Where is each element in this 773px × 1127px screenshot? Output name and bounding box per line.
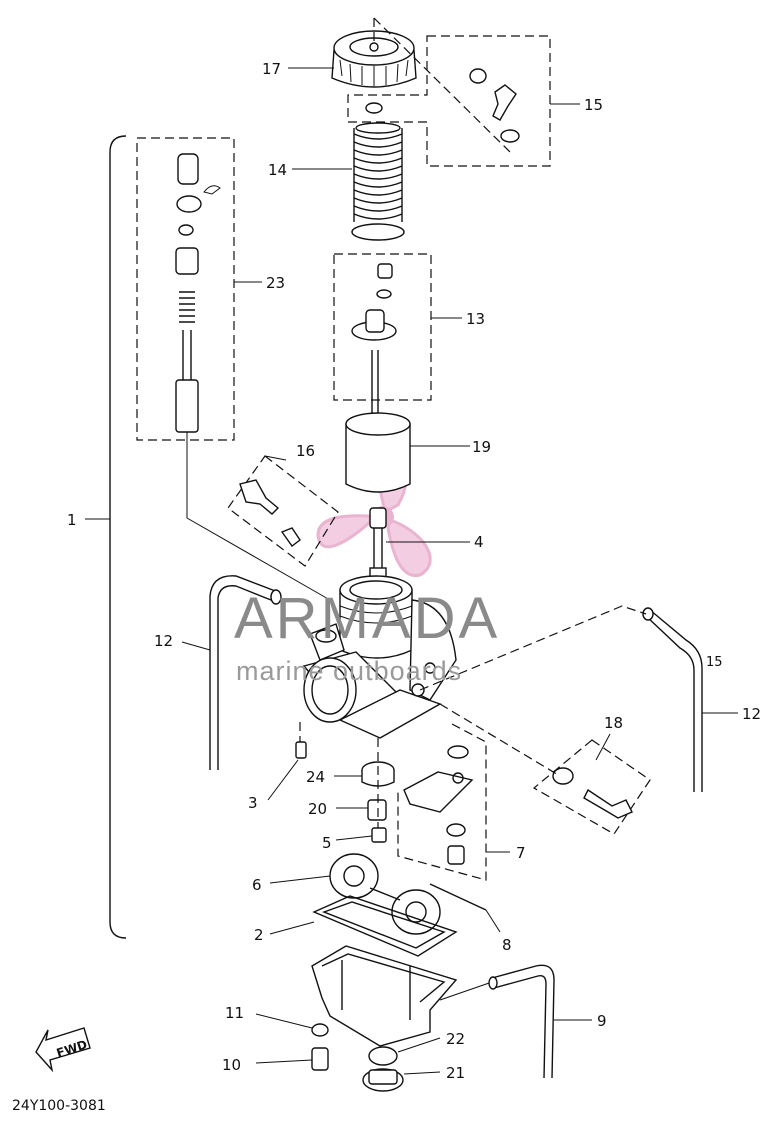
callout-11: 11	[225, 1004, 244, 1022]
needle-set	[351, 263, 397, 432]
callout-6: 6	[252, 876, 262, 894]
needle-jet-holder	[367, 799, 387, 821]
callout-4: 4	[474, 533, 484, 551]
callout-23: 23	[266, 274, 285, 292]
carburetor-body	[302, 575, 457, 739]
starter-assembly	[403, 745, 474, 865]
callout-8: 8	[502, 936, 512, 954]
vent-hose-left	[209, 575, 282, 770]
callout-7: 7	[516, 844, 526, 862]
cable-adjuster	[365, 68, 520, 143]
callout-24: 24	[306, 768, 325, 786]
drain-hose	[488, 964, 555, 1079]
float-left	[329, 853, 379, 899]
drain-screw	[311, 1047, 329, 1071]
float-chamber-gasket	[312, 895, 458, 957]
throttle-spring	[351, 122, 405, 241]
fwd-arrow-icon: FWD	[35, 1027, 91, 1073]
needle-jet	[369, 507, 387, 579]
drain-plug	[362, 1046, 404, 1092]
pilot-screw	[552, 767, 633, 819]
carburetor-cap	[331, 30, 417, 88]
callout-1: 1	[67, 511, 77, 529]
part-code: 24Y100-3081	[12, 1098, 106, 1114]
vent-hose-right	[642, 607, 703, 792]
callout-16: 16	[296, 442, 315, 460]
callout-5: 5	[322, 834, 332, 852]
callout-13: 13	[466, 310, 485, 328]
callout-9: 9	[597, 1012, 607, 1030]
callout-3: 3	[248, 794, 258, 812]
callout-12-left: 12	[154, 632, 173, 650]
starter-plunger-set	[175, 153, 221, 433]
callout-19: 19	[472, 438, 491, 456]
callout-17: 17	[262, 60, 281, 78]
watermark-tagline: marine outboards	[236, 656, 462, 686]
callout-10: 10	[222, 1056, 241, 1074]
watermark-brand: ARMADA	[234, 586, 500, 651]
bolt	[295, 741, 307, 759]
callout-15-right: 15	[706, 655, 723, 670]
main-jet	[371, 827, 387, 843]
air-screw	[239, 479, 301, 547]
callout-12-right: 12	[742, 705, 761, 723]
callout-2: 2	[254, 926, 264, 944]
float-chamber	[311, 945, 458, 1047]
callout-15-top: 15	[584, 96, 603, 114]
throttle-valve	[345, 412, 411, 493]
callout-14: 14	[268, 161, 287, 179]
callout-21: 21	[446, 1064, 465, 1082]
washer	[311, 1023, 329, 1037]
callout-18: 18	[604, 714, 623, 732]
assembly-bracket	[109, 135, 127, 939]
callout-20: 20	[308, 800, 327, 818]
callout-22: 22	[446, 1030, 465, 1048]
